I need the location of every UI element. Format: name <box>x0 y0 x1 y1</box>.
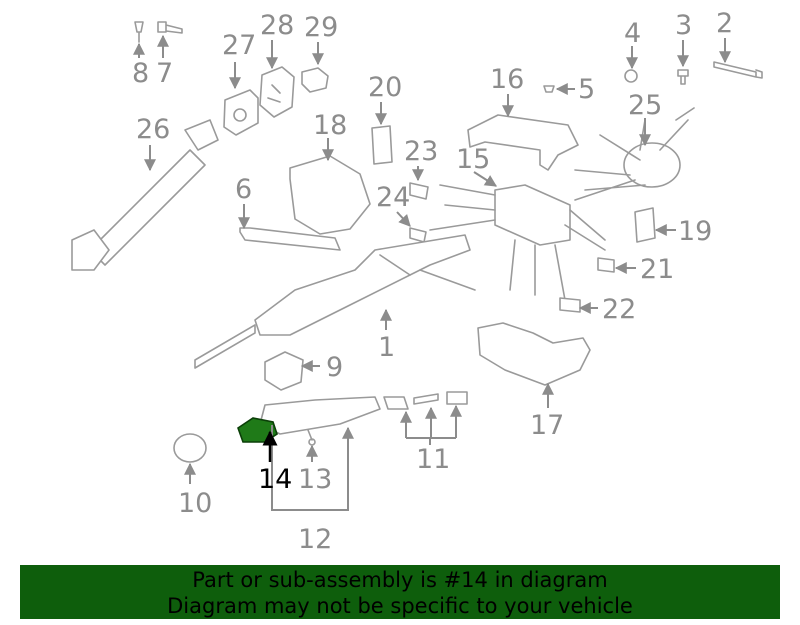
part-12-lock-assembly[interactable] <box>259 396 381 435</box>
part-5-clip[interactable] <box>543 85 555 93</box>
part-19-plate[interactable] <box>634 207 656 243</box>
label-6: 6 <box>235 174 252 205</box>
label-26: 26 <box>136 114 170 145</box>
label-21: 21 <box>640 254 674 285</box>
part-9-boot[interactable] <box>264 351 304 391</box>
label-2: 2 <box>716 8 733 39</box>
label-4: 4 <box>624 18 641 49</box>
label-28: 28 <box>260 10 294 41</box>
part-20-bracket[interactable] <box>371 125 393 165</box>
label-13: 13 <box>298 464 332 495</box>
part-8-clip[interactable] <box>134 21 144 43</box>
part-29-cap[interactable] <box>301 67 329 93</box>
label-7: 7 <box>156 58 173 89</box>
label-24: 24 <box>376 182 410 213</box>
part-23-clip[interactable] <box>409 182 429 200</box>
info-banner: Part or sub-assembly is #14 in diagram D… <box>20 565 780 619</box>
part-10-cap[interactable] <box>173 433 207 463</box>
callout-leaders <box>133 34 731 511</box>
part-6-brace[interactable] <box>239 227 341 251</box>
label-10: 10 <box>178 488 212 519</box>
label-27: 27 <box>222 30 256 61</box>
label-20: 20 <box>368 72 402 103</box>
part-3-screw[interactable] <box>677 69 689 85</box>
label-14: 14 <box>258 464 292 495</box>
label-19: 19 <box>678 216 712 247</box>
label-9: 9 <box>326 352 343 383</box>
label-11: 11 <box>416 444 450 475</box>
part-25-switch[interactable] <box>574 107 695 201</box>
part-7-bolt[interactable] <box>157 21 183 34</box>
part-28-housing[interactable] <box>259 66 295 118</box>
label-29: 29 <box>304 12 338 43</box>
label-25: 25 <box>628 90 662 121</box>
part-13-pin[interactable] <box>307 429 316 446</box>
label-3: 3 <box>675 10 692 41</box>
part-4-nut[interactable] <box>624 69 638 83</box>
part-1-steering-column[interactable] <box>194 234 476 369</box>
part-27-bracket[interactable] <box>223 89 259 136</box>
banner-line-2: Diagram may not be specific to your vehi… <box>167 594 633 618</box>
label-18: 18 <box>313 110 347 141</box>
part-22-connector[interactable] <box>559 297 581 313</box>
part-11-keyset[interactable] <box>383 391 468 410</box>
part-15-switch-assembly[interactable] <box>429 184 606 301</box>
label-8: 8 <box>132 58 149 89</box>
part-21-connector[interactable] <box>597 257 615 273</box>
banner-line-1: Part or sub-assembly is #14 in diagram <box>192 568 608 592</box>
callout-labels: 8 7 27 28 29 4 3 2 5 16 25 20 23 24 18 1… <box>132 8 733 555</box>
part-24-clip[interactable] <box>409 227 427 243</box>
part-18-cover[interactable] <box>289 155 371 235</box>
label-16: 16 <box>490 64 524 95</box>
label-12: 12 <box>298 524 332 555</box>
part-17-bracket[interactable] <box>477 322 591 386</box>
label-23: 23 <box>404 136 438 167</box>
label-5: 5 <box>578 74 595 105</box>
part-2-bolt[interactable] <box>713 61 763 79</box>
label-1: 1 <box>378 332 395 363</box>
part-16-upper-cover[interactable] <box>467 114 579 171</box>
part-26-intermediate-shaft[interactable] <box>71 119 219 271</box>
label-22: 22 <box>602 294 636 325</box>
label-17: 17 <box>530 410 564 441</box>
label-15: 15 <box>456 144 490 175</box>
